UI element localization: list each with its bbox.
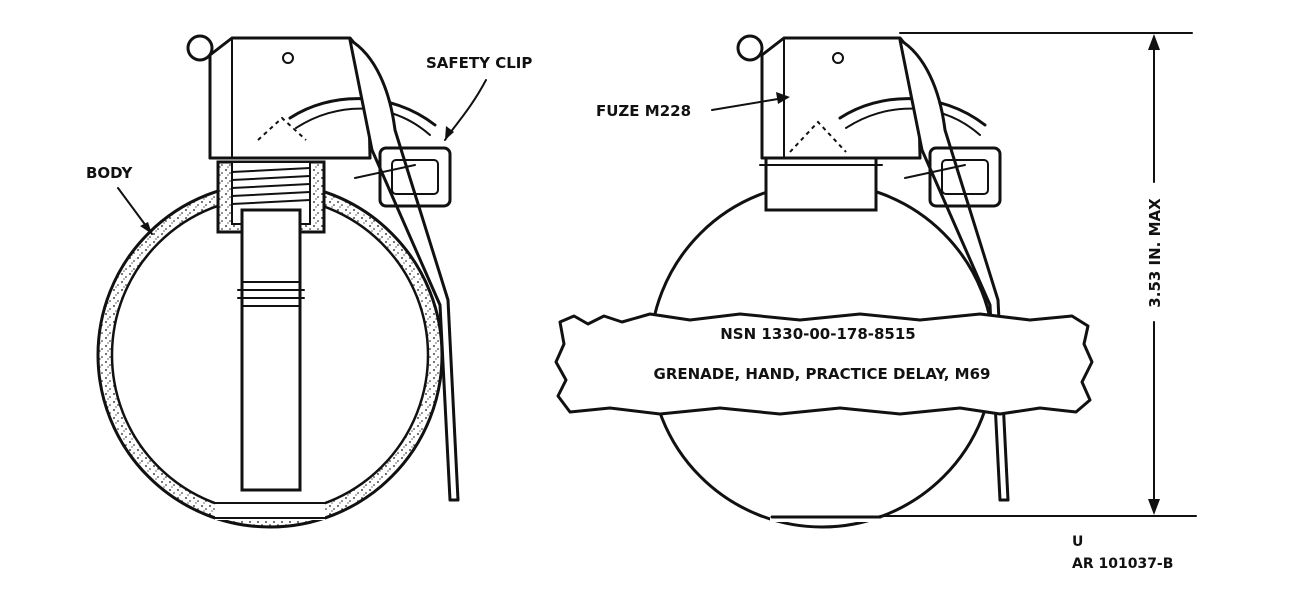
body-arrowhead [140, 222, 152, 234]
neck-exterior [764, 156, 878, 212]
classification-mark: U [1072, 534, 1083, 550]
fuze-leader [711, 97, 785, 111]
nsn-text: NSN 1330-00-178-8515 [720, 325, 916, 343]
exterior-grenade-view: NSN 1330-00-178-8515 GRENADE, HAND, PRAC… [554, 34, 1094, 529]
nomenclature-text: GRENADE, HAND, PRACTICE DELAY, M69 [654, 365, 991, 383]
safety-lever-left [348, 38, 460, 502]
safety-clip-arrowhead [445, 126, 454, 140]
fuze-head-left [186, 34, 372, 160]
height-dimension: 3.53 IN. MAX [879, 32, 1197, 517]
dimension-label: 3.53 IN. MAX [1146, 198, 1164, 308]
fuze-head-right [736, 34, 922, 160]
figure-id: AR 101037-B [1072, 556, 1173, 572]
torn-label-band [554, 312, 1094, 416]
body-label: BODY [86, 164, 134, 182]
safety-clip-left [354, 146, 452, 208]
safety-lever-right [898, 38, 1010, 502]
fuze-label: FUZE M228 [596, 102, 691, 120]
fuze-arrowhead [776, 92, 790, 104]
safety-clip-label: SAFETY CLIP [426, 54, 532, 72]
safety-clip-right [904, 146, 1002, 208]
fuze-tube [237, 208, 305, 492]
sectioned-grenade-view: BODY SAFETY CLIP [86, 34, 532, 529]
